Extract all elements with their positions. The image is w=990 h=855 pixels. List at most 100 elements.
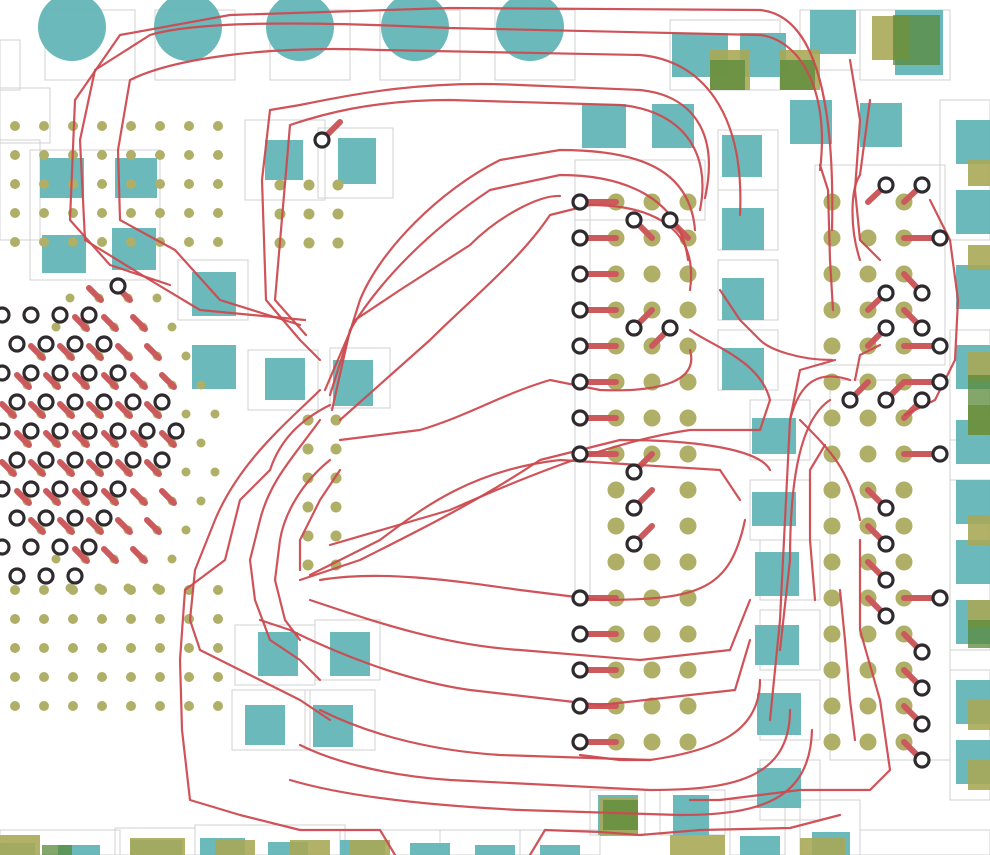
test-point: [97, 237, 107, 247]
fanout-stub: [72, 430, 90, 448]
test-point: [97, 179, 107, 189]
test-point: [155, 179, 165, 189]
track-segment: [298, 708, 792, 792]
track-segment: [298, 468, 342, 572]
test-point: [39, 585, 49, 595]
test-point: [39, 672, 49, 682]
via: [931, 589, 949, 607]
bga-ball: [643, 553, 661, 571]
smd-pad: [710, 60, 745, 90]
test-point: [213, 672, 223, 682]
via: [22, 480, 40, 498]
via: [51, 480, 69, 498]
via: [66, 567, 84, 585]
routed-tracks: [68, 6, 960, 855]
fanout-stub: [86, 343, 104, 361]
test-point: [126, 179, 136, 189]
smd-pad: [968, 352, 990, 382]
smd-pad: [810, 10, 856, 54]
via: [124, 393, 142, 411]
test-point: [213, 643, 223, 653]
smd-pad: [968, 375, 990, 435]
test-point: [213, 585, 223, 595]
fanout-stub: [130, 546, 148, 564]
bga-ball: [679, 517, 697, 535]
bga-ball: [123, 583, 133, 593]
test-point: [126, 150, 136, 160]
test-point: [213, 150, 223, 160]
fanout-stub: [144, 343, 162, 361]
via: [877, 284, 895, 302]
via: [66, 335, 84, 353]
mounting-pad: [154, 0, 222, 61]
fanout-stub: [144, 459, 162, 477]
track-segment: [318, 518, 747, 602]
fanout-stub: [28, 517, 46, 535]
component-outline: [0, 87, 51, 144]
smd-pad: [755, 552, 799, 596]
fanout-stub: [28, 401, 46, 419]
track-segment: [853, 343, 882, 382]
component-outline: [859, 829, 990, 855]
via: [877, 535, 895, 553]
via: [877, 607, 895, 625]
fanout-stub: [43, 430, 61, 448]
track-segment: [288, 728, 814, 817]
bga-ball: [167, 554, 177, 564]
bga-ball: [607, 517, 625, 535]
fanout-stub: [57, 343, 75, 361]
test-point: [10, 237, 20, 247]
via: [22, 306, 40, 324]
bga-ball: [859, 733, 877, 751]
smd-pad: [956, 120, 990, 164]
via: [80, 364, 98, 382]
via: [625, 319, 643, 337]
fanout-stub: [0, 401, 17, 419]
bga-ball: [196, 438, 206, 448]
track-segment: [248, 418, 322, 682]
fanout-stub: [159, 430, 177, 448]
test-point: [302, 472, 314, 484]
via: [167, 422, 185, 440]
fanout-stub: [159, 372, 177, 390]
test-point: [330, 414, 342, 426]
via: [913, 751, 931, 769]
track-segment: [323, 194, 562, 392]
via: [51, 364, 69, 382]
test-point: [97, 614, 107, 624]
test-point: [302, 559, 314, 571]
smd-pad: [410, 843, 450, 855]
track-segment: [308, 458, 742, 577]
bga-ball: [679, 661, 697, 679]
smd-pad: [42, 845, 72, 855]
test-point: [10, 585, 20, 595]
test-point: [184, 208, 194, 218]
track-segment: [768, 375, 852, 722]
bga-ball: [65, 293, 75, 303]
via: [661, 211, 679, 229]
via: [8, 451, 26, 469]
smd-pad: [722, 135, 762, 177]
fanout-stub: [0, 459, 17, 477]
mounting-pad: [266, 0, 334, 61]
via: [37, 509, 55, 527]
via: [51, 538, 69, 556]
fanout-stub: [43, 372, 61, 390]
bga-ball: [643, 625, 661, 643]
smd-pad: [740, 836, 780, 855]
via: [51, 306, 69, 324]
smd-pad: [757, 768, 801, 808]
track-segment: [273, 98, 704, 337]
bga-ball: [679, 697, 697, 715]
via: [931, 373, 949, 391]
smd-pad: [0, 835, 40, 855]
smd-pad: [968, 160, 990, 186]
track-segment: [178, 403, 397, 855]
test-point: [68, 701, 78, 711]
track-segment: [718, 288, 834, 362]
bga-ball: [859, 265, 877, 283]
smd-pad: [956, 190, 990, 234]
test-point: [213, 121, 223, 131]
via: [95, 393, 113, 411]
